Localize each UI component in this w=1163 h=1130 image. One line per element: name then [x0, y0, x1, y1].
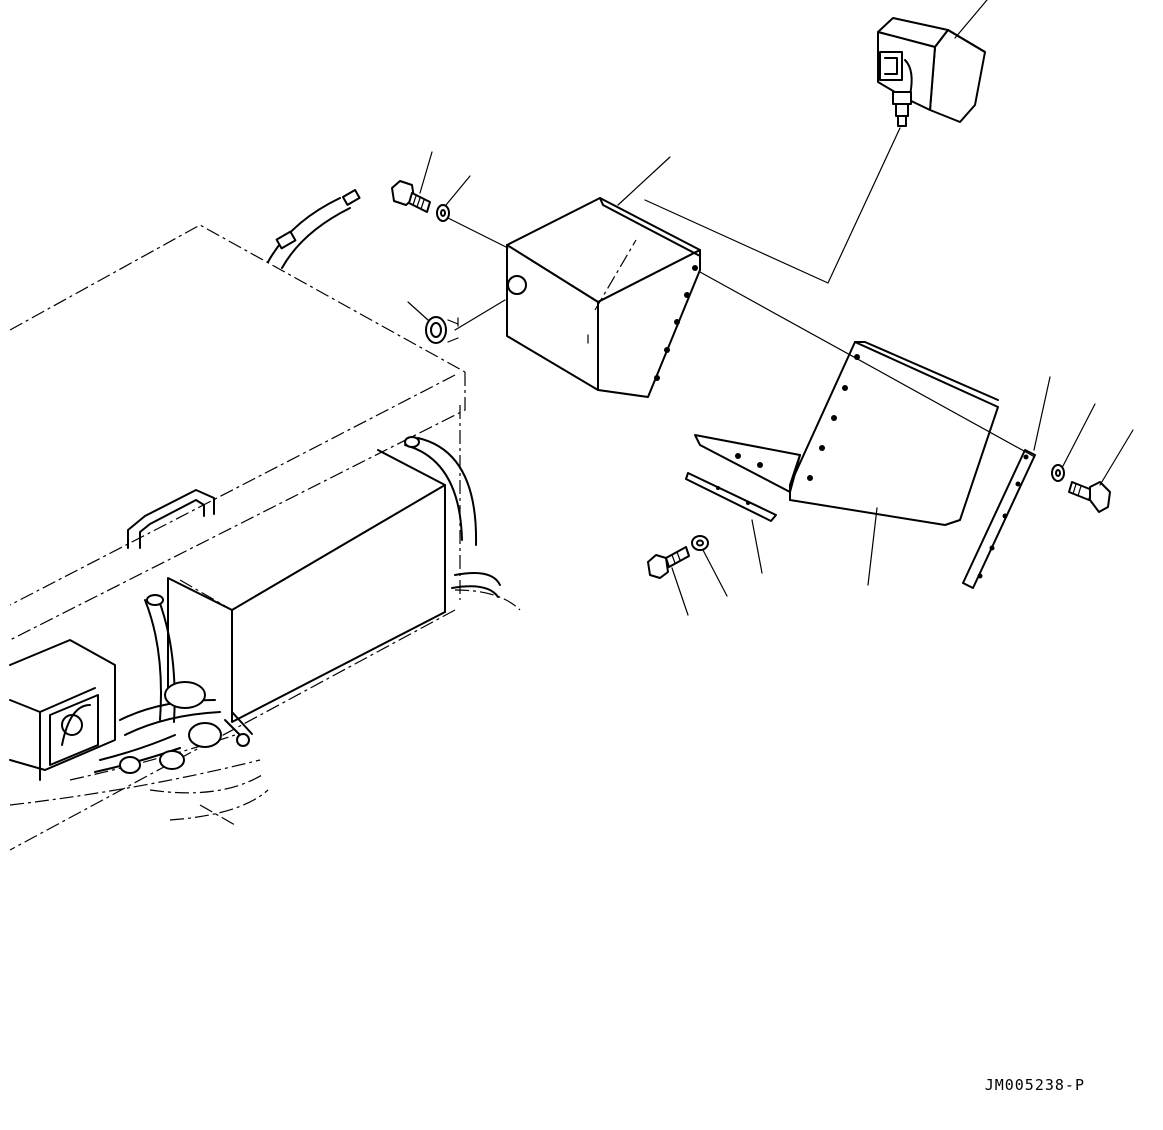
- harness-hose-upper: [268, 190, 360, 268]
- washer-upper: [437, 205, 449, 221]
- hose-right-side: [405, 437, 500, 597]
- bolt-right: [1069, 482, 1110, 512]
- bolt-upper: [392, 181, 430, 212]
- gasket-plate: [686, 473, 776, 521]
- support-bracket: [695, 342, 998, 525]
- valve-assembly: [10, 595, 252, 780]
- battery-box-housing: [168, 450, 445, 722]
- cover-box: [507, 198, 700, 397]
- grommet: [426, 317, 458, 343]
- callout-leaders: [408, 0, 1133, 615]
- drawing-number: JM005238-P: [984, 1076, 1085, 1094]
- washer-lower: [692, 536, 708, 550]
- washer-right: [1052, 465, 1064, 481]
- side-strap: [963, 450, 1035, 588]
- bolt-lower: [648, 547, 689, 578]
- grab-handle: [128, 490, 214, 548]
- work-lamp: [878, 18, 985, 126]
- assembly-lines: [448, 128, 1033, 456]
- machine-frame-phantom: [10, 225, 520, 850]
